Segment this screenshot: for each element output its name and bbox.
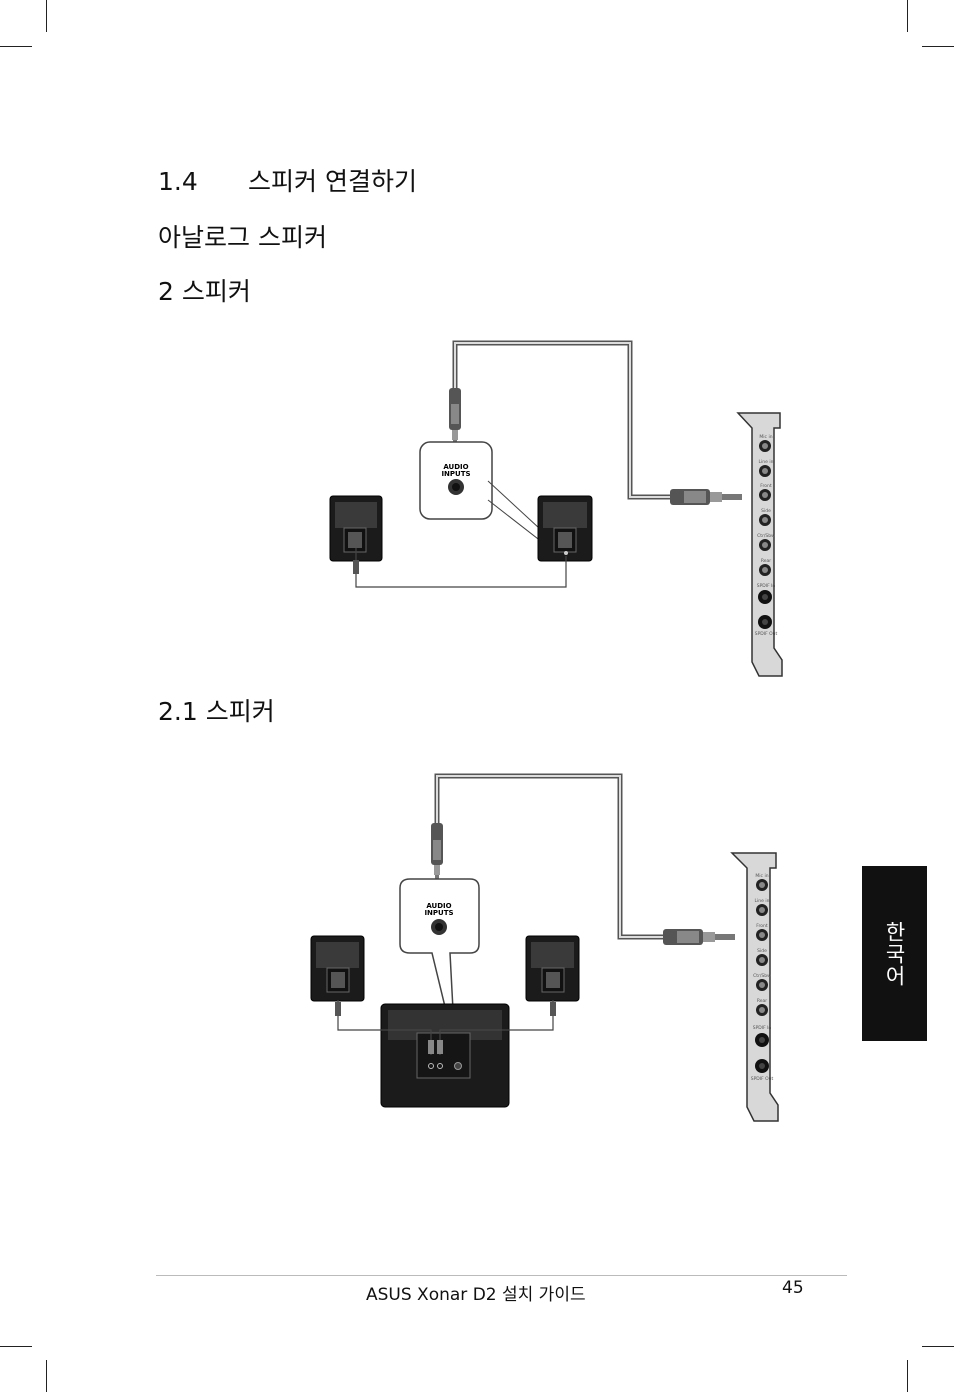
audio-inputs-label: AUDIO <box>443 463 468 471</box>
speaker-right <box>525 935 580 1002</box>
footer-title: ASUS Xonar D2 설치 가이드 <box>366 1285 586 1305</box>
page-number: 45 <box>782 1278 804 1298</box>
section-number: 1.4 <box>158 167 198 196</box>
card-port-label: Line in <box>759 459 774 465</box>
crop-mark <box>922 46 954 47</box>
footer-divider <box>156 1275 847 1276</box>
config-21-heading: 2.1 스피커 <box>158 697 275 726</box>
subsection-heading: 아날로그 스피커 <box>158 223 327 252</box>
card-port-label: Ctr/Sbw <box>757 533 775 539</box>
card-port-label: Front <box>756 923 768 929</box>
subwoofer <box>380 1003 510 1108</box>
card-port-label: Side <box>761 508 771 514</box>
crop-mark <box>0 1346 32 1347</box>
audio-inputs-label: AUDIO <box>426 902 451 910</box>
speaker-left <box>329 495 383 562</box>
card-port-label: Mic in <box>759 434 772 440</box>
card-port-label: SPDIF In <box>753 1025 772 1031</box>
card-port-label: Front <box>760 483 772 489</box>
speaker-left <box>310 935 365 1002</box>
section-heading: 1.4 스피커 연결하기 <box>158 162 417 198</box>
audio-inputs-callout <box>399 878 480 1049</box>
card-port-label: SPDIF Out <box>751 1076 774 1082</box>
card-plug-icon <box>663 929 735 945</box>
section-title: 스피커 연결하기 <box>248 167 417 196</box>
config-2-heading: 2 스피커 <box>158 277 251 306</box>
sound-card-bracket <box>736 412 783 677</box>
card-port-label: Side <box>757 948 767 954</box>
card-port-label: Ctr/Sbw <box>753 973 771 979</box>
card-port-label: Rear <box>761 558 771 564</box>
audio-inputs-label: INPUTS <box>441 470 470 478</box>
sound-card-bracket <box>730 852 779 1122</box>
crop-mark <box>46 0 47 32</box>
card-port-label: Rear <box>757 998 767 1004</box>
language-label: 한국어 <box>882 920 907 987</box>
crop-mark <box>922 1346 954 1347</box>
crop-mark <box>46 1360 47 1392</box>
crop-mark <box>907 1360 908 1392</box>
card-plug-icon <box>670 489 742 505</box>
audio-inputs-label: INPUTS <box>424 909 453 917</box>
language-side-tab: 한국어 <box>862 866 927 1041</box>
card-port-label: Line in <box>755 898 770 904</box>
crop-mark <box>0 46 32 47</box>
speaker-right <box>537 495 593 562</box>
card-port-label: SPDIF Out <box>755 631 778 637</box>
crop-mark <box>907 0 908 32</box>
card-port-label: SPDIF In <box>757 583 776 589</box>
card-port-label: Mic in <box>755 873 768 879</box>
